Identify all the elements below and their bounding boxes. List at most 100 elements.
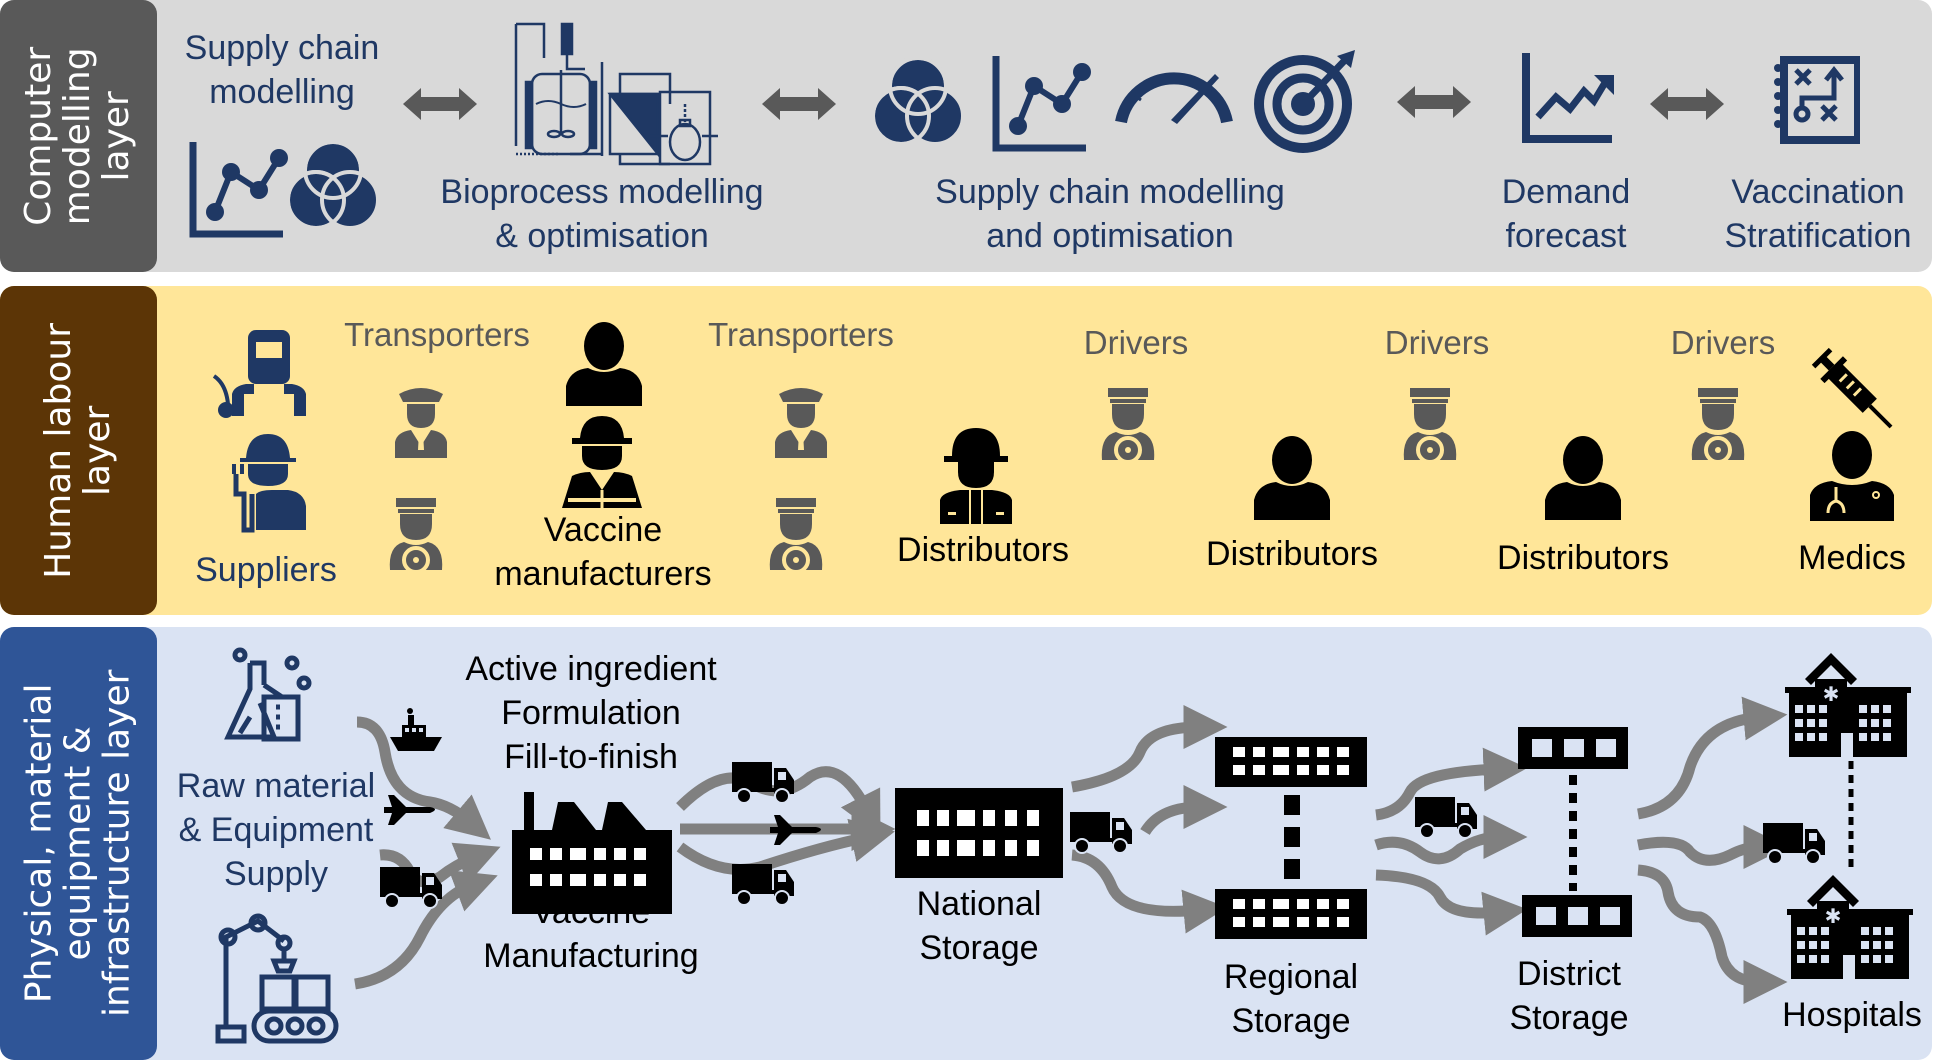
truck-icon — [1414, 796, 1478, 839]
plane-icon — [770, 815, 821, 845]
transporters-label: Transporters — [344, 316, 530, 353]
human-layer-graphics — [212, 322, 1894, 574]
flow-arrow — [354, 870, 498, 990]
truck-icon — [731, 863, 795, 906]
electrician-icon — [232, 434, 306, 533]
flow-arrow — [1636, 825, 1788, 870]
venn-diagram-icon — [871, 56, 965, 146]
hospital-icon — [1785, 653, 1911, 757]
computer-modelling-layer: Computer modelling layer Supply chain mo… — [0, 0, 1932, 272]
person-icon — [566, 322, 642, 406]
label-line: Supply chain modelling — [935, 173, 1285, 211]
label-line: Active ingredient — [465, 650, 717, 688]
warehouse-icon — [1215, 737, 1367, 787]
ship-icon — [390, 708, 442, 751]
label-line: Storage — [1509, 999, 1629, 1038]
label-line: & Equipment — [178, 811, 374, 850]
robot-arm-conveyor-icon — [215, 913, 339, 1044]
physical-layer-tab: Physical, material equipment & infrastru… — [0, 627, 157, 1060]
flow-arrow — [1374, 815, 1528, 865]
doctor-icon — [1810, 431, 1894, 521]
flow-arrow — [1140, 785, 1228, 836]
lab-flasks-icon — [224, 647, 312, 742]
flow-arrow — [1375, 869, 1528, 936]
label-line: Manufacturing — [483, 937, 699, 976]
label-line: Regional — [1223, 958, 1359, 996]
dotted-connector — [1284, 795, 1300, 879]
person-icon — [1545, 436, 1621, 520]
double-arrow-icon — [762, 88, 836, 120]
flow-arrow — [1636, 696, 1788, 820]
transporters-label: Transporters — [708, 316, 894, 353]
factory-icon — [512, 792, 672, 914]
driver-icon — [1401, 386, 1459, 464]
pilot-icon — [395, 388, 447, 458]
distributors-label: Distributors — [1497, 539, 1669, 577]
label-line: Formulation — [501, 694, 681, 733]
warehouse-icon — [1518, 727, 1628, 769]
truck-icon — [379, 866, 443, 909]
flow-arrow — [1071, 849, 1228, 934]
pilot-icon — [775, 388, 827, 458]
venn-diagram-icon — [286, 140, 380, 230]
raw-material-supply-label: Raw material & Equipment Supply — [177, 764, 375, 897]
person-icon — [1254, 436, 1330, 520]
supply-chain-optimisation-label: Supply chain modelling and optimisation — [935, 170, 1285, 258]
strategy-board-icon — [1774, 56, 1860, 144]
driver-icon — [387, 496, 445, 574]
warehouse-icon — [895, 788, 1063, 878]
label-line: National — [916, 885, 1042, 923]
firefighter-icon — [940, 428, 1012, 524]
double-arrow-icon — [1650, 88, 1724, 120]
driver-icon — [1099, 386, 1157, 464]
welder-icon — [212, 330, 306, 418]
district-storage-label: District Storage — [1509, 952, 1628, 1040]
flow-arrow — [1637, 864, 1788, 1004]
supply-chain-modelling-label: Supply chain modelling — [185, 26, 380, 114]
label-line: Vaccine — [543, 511, 663, 549]
regional-storage-label: Regional Storage — [1224, 955, 1358, 1043]
distributors-label: Distributors — [897, 531, 1069, 569]
label-line: forecast — [1505, 217, 1627, 256]
label-line: modelling — [209, 73, 355, 112]
distributors-label: Distributors — [1206, 535, 1378, 573]
target-icon — [1254, 50, 1355, 153]
demand-forecast-label: Demand forecast — [1502, 170, 1631, 258]
drivers-label: Drivers — [1670, 324, 1776, 361]
label-line: District — [1517, 955, 1621, 993]
bioreactor-process-icon — [514, 22, 718, 166]
computer-layer-tab: Computer modelling layer — [0, 0, 157, 272]
computer-layer-graphics — [0, 22, 1860, 272]
truck-icon — [1069, 811, 1133, 854]
label-line: Raw material — [176, 767, 376, 805]
line-chart-icon — [996, 56, 1091, 148]
national-storage-label: National Storage — [917, 882, 1042, 970]
driver-icon — [767, 496, 825, 574]
human-labour-layer: Human labour layer Suppliers Transporter… — [0, 286, 1932, 615]
driver-icon — [1689, 386, 1747, 464]
double-arrow-icon — [403, 88, 477, 120]
hospital-icon — [1787, 875, 1913, 979]
label-line: Fill-to-finish — [504, 738, 678, 777]
truck-icon — [1762, 822, 1826, 865]
physical-infrastructure-layer: Physical, material equipment & infrastru… — [0, 627, 1932, 1060]
suppliers-label: Suppliers — [195, 551, 337, 589]
physical-layer-graphics: ✱ — [215, 647, 1913, 1044]
truck-icon — [731, 761, 795, 804]
flow-arrow — [1375, 747, 1528, 821]
warehouse-icon — [1522, 895, 1632, 937]
manufacturing-steps-label: Active ingredient Formulation Fill-to-fi… — [465, 647, 716, 780]
label-line: manufacturers — [494, 555, 712, 594]
trend-chart-icon — [1522, 53, 1614, 143]
label-line: Stratification — [1724, 217, 1912, 256]
drivers-label: Drivers — [1083, 324, 1189, 361]
flow-arrow — [356, 716, 491, 840]
speedometer-icon — [1115, 72, 1233, 124]
vaccine-manufacturers-label: Vaccine manufacturers — [494, 508, 711, 596]
label-line: Supply chain — [184, 29, 380, 67]
label-line: Bioprocess modelling — [440, 173, 764, 211]
syringe-icon — [1811, 347, 1893, 429]
flow-arrow — [676, 818, 895, 875]
label-line: Supply — [224, 855, 328, 894]
human-layer-tab: Human labour layer — [0, 286, 157, 615]
